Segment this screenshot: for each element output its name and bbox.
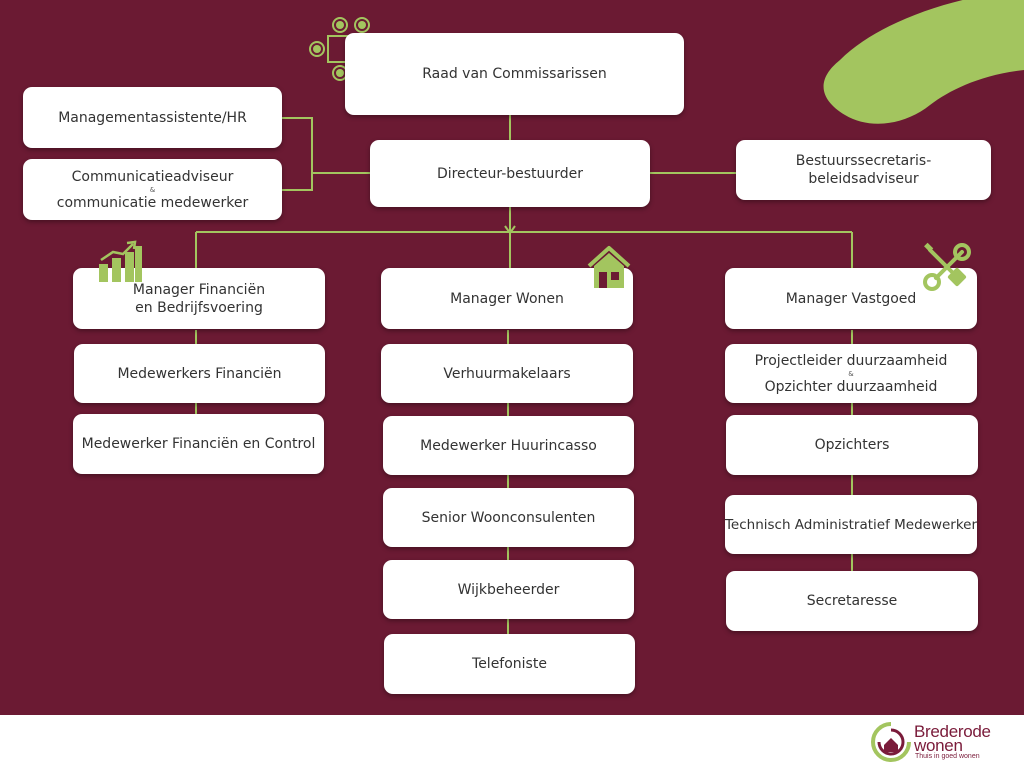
node-label: Manager Vastgoed <box>785 290 917 307</box>
node-managementassistente: Managementassistente/HR <box>23 87 282 148</box>
node-technisch-administratief-medewerker: Technisch Administratief Medewerker <box>725 495 977 554</box>
footer <box>0 715 1024 768</box>
node-label: Wijkbeheerder <box>457 581 560 598</box>
node-label: Raad van Commissarissen <box>422 66 607 82</box>
ampersand: & <box>149 185 156 194</box>
logo-line1: Brederode <box>914 722 991 741</box>
brederode-wonen-logo: Brederode wonen Thuis in goed wonen <box>870 720 1000 764</box>
node-label: Opzichters <box>814 437 890 453</box>
node-label: Managementassistente/HR <box>58 109 247 126</box>
node-label-line1: Manager Financiën <box>132 281 266 298</box>
node-medewerkers-financien: Medewerkers Financiën <box>74 344 325 403</box>
node-medewerker-huurincasso: Medewerker Huurincasso <box>383 416 634 475</box>
node-label: Senior Woonconsulenten <box>421 509 596 526</box>
logo-line2: wonen <box>914 736 963 755</box>
node-label: Technisch Administratief Medewerker <box>724 516 978 533</box>
node-projectleider-duurzaamheid: Projectleider duurzaamheid & Opzichter d… <box>725 344 977 403</box>
node-bestuurssecretaris: Bestuurssecretaris- beleidsadviseur <box>736 140 991 200</box>
node-directeur-bestuurder: Directeur-bestuurder <box>370 140 650 207</box>
node-label: Verhuurmakelaars <box>443 365 571 382</box>
node-senior-woonconsulenten: Senior Woonconsulenten <box>383 488 634 547</box>
node-telefoniste: Telefoniste <box>384 634 635 694</box>
node-label: Medewerkers Financiën <box>117 365 282 382</box>
node-wijkbeheerder: Wijkbeheerder <box>383 560 634 619</box>
node-label: Secretaresse <box>806 593 898 609</box>
bar-chart-growth-icon <box>99 240 142 282</box>
ampersand: & <box>848 369 854 378</box>
org-chart-canvas: Raad van Commissarissen Managementassist… <box>0 0 1024 715</box>
node-label-line2: communicatie medewerker <box>56 194 249 211</box>
node-label-line1: Communicatieadviseur <box>71 168 234 185</box>
node-label: Telefoniste <box>472 656 547 672</box>
node-label-line1: Bestuurssecretaris- <box>795 153 932 169</box>
node-label-line2: beleidsadviseur <box>808 171 919 187</box>
house-icon <box>587 246 631 288</box>
node-communicatie: Communicatieadviseur & communicatie mede… <box>23 159 282 220</box>
node-label-line2: Opzichter duurzaamheid <box>764 378 938 395</box>
node-secretaresse: Secretaresse <box>726 571 978 631</box>
wrench-screwdriver-icon <box>923 242 971 291</box>
node-label: Medewerker Huurincasso <box>420 437 597 454</box>
decorative-swoosh <box>823 0 1024 124</box>
node-label: Manager Wonen <box>450 290 564 307</box>
logo-tagline: Thuis in goed wonen <box>915 753 980 760</box>
node-verhuurmakelaars: Verhuurmakelaars <box>381 344 633 403</box>
node-raad-van-commissarissen: Raad van Commissarissen <box>345 33 684 115</box>
node-label-line1: Projectleider duurzaamheid <box>754 352 948 369</box>
node-label: Medewerker Financiën en Control <box>81 436 316 452</box>
node-label-line2: en Bedrijfsvoering <box>135 299 263 316</box>
node-medewerker-financien-control: Medewerker Financiën en Control <box>73 414 324 474</box>
node-opzichters: Opzichters <box>726 415 978 475</box>
node-manager-wonen: Manager Wonen <box>381 268 633 329</box>
node-label: Directeur-bestuurder <box>436 165 584 182</box>
logo-swirl-icon <box>871 722 911 762</box>
